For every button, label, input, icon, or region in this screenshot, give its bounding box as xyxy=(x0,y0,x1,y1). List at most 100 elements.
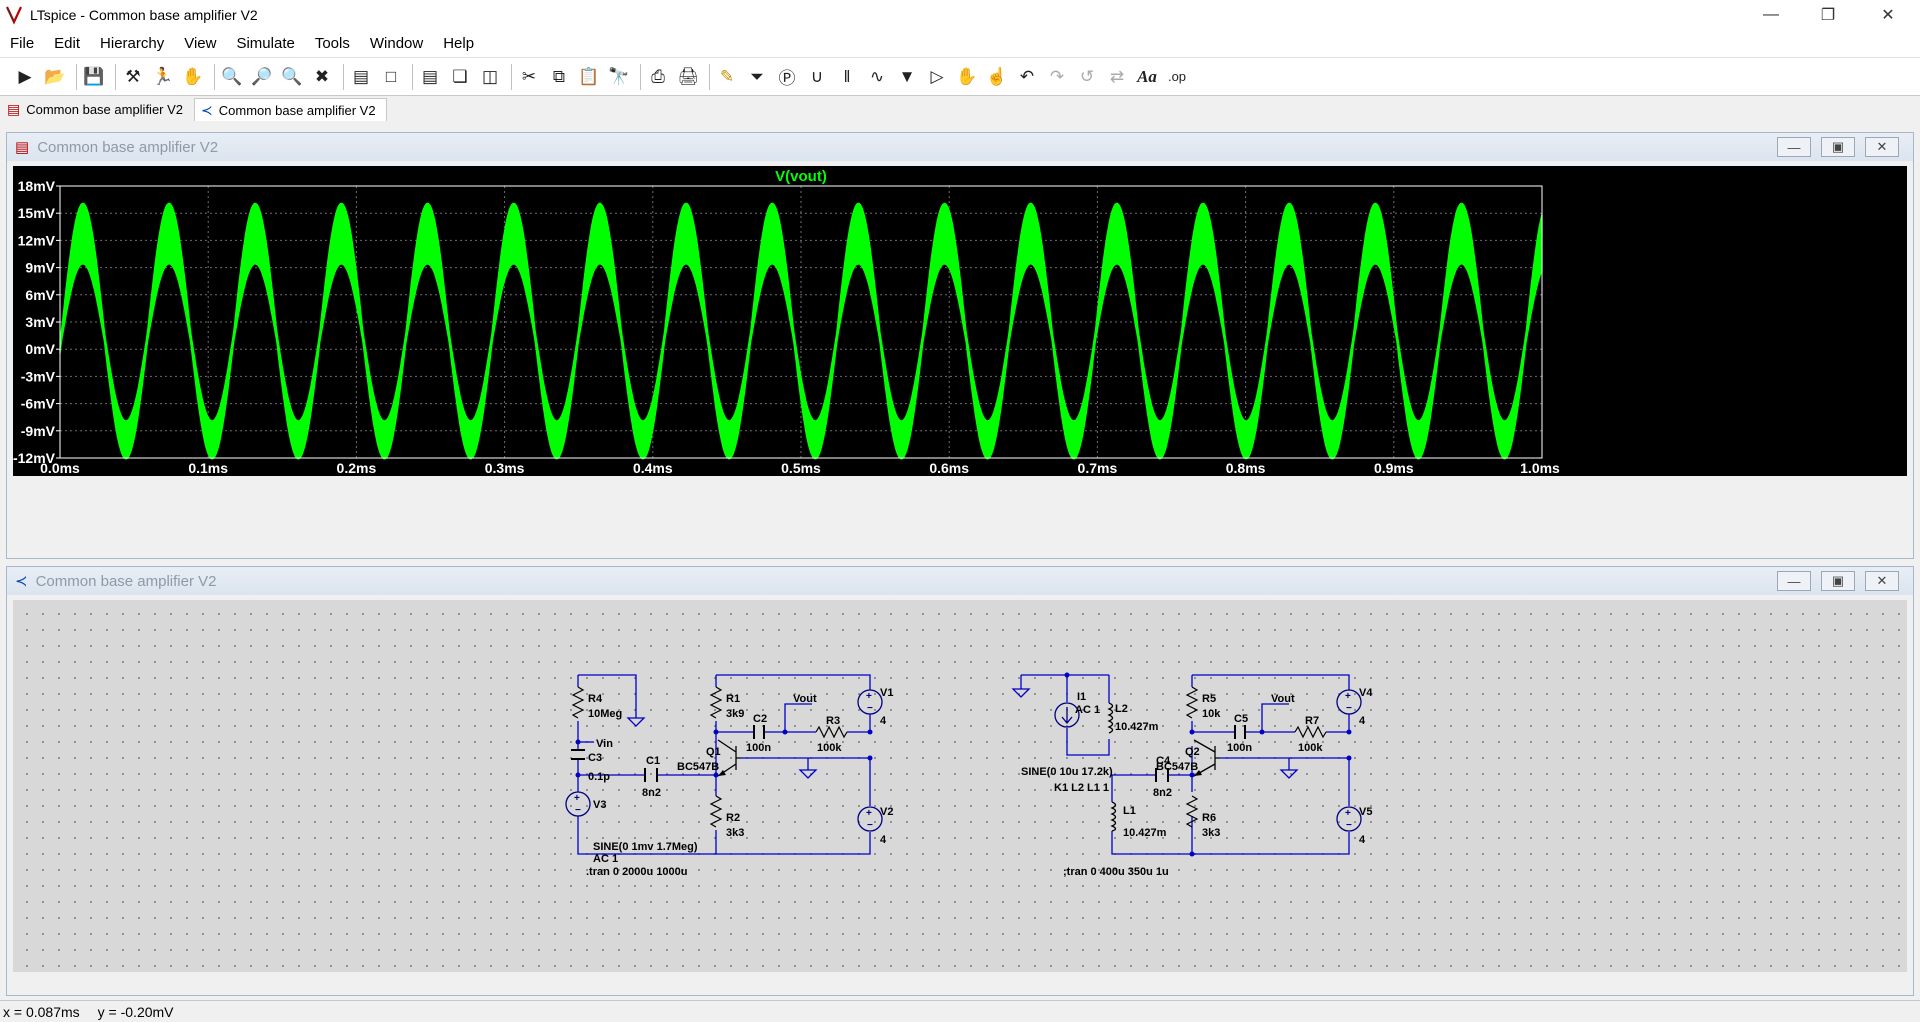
menu-edit[interactable]: Edit xyxy=(54,34,81,52)
menu-window[interactable]: Window xyxy=(369,34,424,52)
cascade-button[interactable]: ❏ xyxy=(447,63,473,91)
cut-button[interactable]: ✂ xyxy=(516,63,542,91)
tab-schematic[interactable]: ≺ Common base amplifier V2 xyxy=(194,98,387,121)
component-button[interactable]: ▷ xyxy=(924,63,950,91)
schematic-window-title: Common base amplifier V2 xyxy=(35,572,217,590)
y-tick-label: 3mV xyxy=(25,314,55,330)
move-button[interactable]: ✋ xyxy=(954,63,980,91)
cut-icon: ✂ xyxy=(521,66,537,86)
label-l1: L1 xyxy=(1123,805,1136,817)
value-r6: 3k3 xyxy=(1202,827,1220,839)
pan-button[interactable]: ✋ xyxy=(180,63,206,91)
value-r7: 100k xyxy=(1298,742,1323,754)
circuit-1[interactable]: R4 10Meg Vin C3 0.1p V3 SINE(0 1mv 1.7Me… xyxy=(565,674,893,878)
value-r2: 3k3 xyxy=(726,827,744,839)
tile-horizontal-button[interactable]: ▤ xyxy=(417,63,443,91)
autorange-button[interactable]: ▤ xyxy=(348,63,374,91)
plot-maximize-button[interactable]: ▣ xyxy=(1821,137,1855,157)
plot-settings-button[interactable]: □ xyxy=(378,63,404,91)
zoom-back-button[interactable]: 🔎 xyxy=(249,63,275,91)
spice-directive-tran-1[interactable]: .tran 0 2000u 1000u xyxy=(586,866,688,878)
minimize-window-button[interactable]: — xyxy=(1748,0,1794,29)
mirror-button[interactable]: ⇄ xyxy=(1104,63,1130,91)
spice-directive-tran-2[interactable]: ;tran 0 400u 350u 1u xyxy=(1063,866,1169,878)
value-r3: 100k xyxy=(817,742,842,754)
copy-button[interactable]: ⧉ xyxy=(546,63,572,91)
menu-view[interactable]: View xyxy=(184,34,217,52)
text-button[interactable]: Aa xyxy=(1134,63,1160,91)
diode-button[interactable]: ▼ xyxy=(894,63,920,91)
control-panel-button[interactable]: ⚒ xyxy=(120,63,146,91)
tile-vertical-button[interactable]: ◫ xyxy=(477,63,503,91)
drag-icon: ☝ xyxy=(986,66,1008,86)
zoom-out-button[interactable]: 🔍 xyxy=(279,63,305,91)
y-tick-label: 18mV xyxy=(18,178,56,194)
plot-close-button[interactable]: ✕ xyxy=(1865,137,1899,157)
spice-directive-button[interactable]: .op xyxy=(1164,63,1190,91)
schematic-drawing[interactable]: +− xyxy=(13,600,1907,972)
label-net-button[interactable]: Ⓟ xyxy=(774,63,800,91)
toolbar: ▶ 📂 💾 ⚒ 🏃 ✋ 🔍 🔎 🔍 ✖ ▤ □ ▤ ❏ ◫ ✂ ⧉ 📋 🔭 ⎙ … xyxy=(0,58,1920,96)
y-tick-label: 6mV xyxy=(25,287,55,303)
ground-button[interactable]: ⏷ xyxy=(744,63,770,91)
draw-wire-icon: ✎ xyxy=(719,66,735,86)
schematic-canvas[interactable]: +− xyxy=(13,600,1907,972)
zoom-fit-button[interactable]: ✖ xyxy=(309,63,335,91)
label-c3: C3 xyxy=(588,752,602,764)
chart-title[interactable]: V(vout) xyxy=(775,168,827,185)
resistor-icon: ∪ xyxy=(810,66,824,86)
schematic-window-caption: ≺ Common base amplifier V2 — ▣ ✕ xyxy=(7,567,1913,595)
drag-button[interactable]: ☝ xyxy=(984,63,1010,91)
run-button[interactable]: ▶ xyxy=(12,63,38,91)
value-c2: 100n xyxy=(746,742,771,754)
close-window-button[interactable]: ✕ xyxy=(1865,0,1911,29)
inductor-button[interactable]: ∿ xyxy=(864,63,890,91)
label-r1: R1 xyxy=(726,693,740,705)
capacitor-icon: ‖ xyxy=(843,66,851,86)
undo-button[interactable]: ↶ xyxy=(1014,63,1040,91)
schematic-window: ≺ Common base amplifier V2 — ▣ ✕ +− xyxy=(6,566,1914,996)
plot-minimize-button[interactable]: — xyxy=(1777,137,1811,157)
close-icon: ✕ xyxy=(1876,139,1888,154)
paste-button[interactable]: 📋 xyxy=(576,63,602,91)
capacitor-button[interactable]: ‖ xyxy=(834,63,860,91)
x-tick-label: 0.8ms xyxy=(1226,460,1266,476)
circuit-2[interactable]: I1 AC 1 L2 10.427m SINE(0 10u 17.2k) K1 … xyxy=(1012,672,1373,879)
menu-tools[interactable]: Tools xyxy=(314,34,350,52)
zoom-in-button[interactable]: 🔍 xyxy=(219,63,245,91)
tile-horizontal-icon: ▤ xyxy=(421,66,439,86)
zoom-in-icon: 🔍 xyxy=(221,66,243,86)
draw-wire-button[interactable]: ✎ xyxy=(714,63,740,91)
cascade-icon: ❏ xyxy=(452,66,468,86)
tab-label: Common base amplifier V2 xyxy=(26,101,184,117)
schematic-maximize-button[interactable]: ▣ xyxy=(1821,571,1855,591)
schematic-minimize-button[interactable]: — xyxy=(1777,571,1811,591)
schematic-close-button[interactable]: ✕ xyxy=(1865,571,1899,591)
label-r5: R5 xyxy=(1202,693,1216,705)
menu-file[interactable]: File xyxy=(10,34,35,52)
label-c1: C1 xyxy=(646,755,660,767)
net-label-vout-2: Vout xyxy=(1271,693,1295,705)
x-tick-label: 0.9ms xyxy=(1374,460,1414,476)
resistor-button[interactable]: ∪ xyxy=(804,63,830,91)
menu-simulate[interactable]: Simulate xyxy=(236,34,295,52)
tab-waveform[interactable]: ▤ Common base amplifier V2 xyxy=(0,97,194,121)
label-r7: R7 xyxy=(1305,715,1319,727)
save-button[interactable]: 💾 xyxy=(81,63,107,91)
menu-help[interactable]: Help xyxy=(443,34,475,52)
menu-hierarchy[interactable]: Hierarchy xyxy=(100,34,165,52)
print-button[interactable]: 🖨 xyxy=(675,63,701,91)
directive-k1[interactable]: K1 L2 L1 1 xyxy=(1054,782,1109,794)
open-button[interactable]: 📂 xyxy=(42,63,68,91)
redo-button[interactable]: ↷ xyxy=(1044,63,1070,91)
restore-window-button[interactable]: ❐ xyxy=(1805,0,1851,29)
print-icon: 🖨 xyxy=(677,66,699,86)
plot-window-caption: ▤ Common base amplifier V2 — ▣ ✕ xyxy=(7,133,1913,161)
print-setup-button[interactable]: ⎙ xyxy=(645,63,671,91)
rotate-button[interactable]: ↺ xyxy=(1074,63,1100,91)
halt-button[interactable]: 🏃 xyxy=(150,63,176,91)
find-button[interactable]: 🔭 xyxy=(606,63,632,91)
paste-icon: 📋 xyxy=(578,66,600,86)
